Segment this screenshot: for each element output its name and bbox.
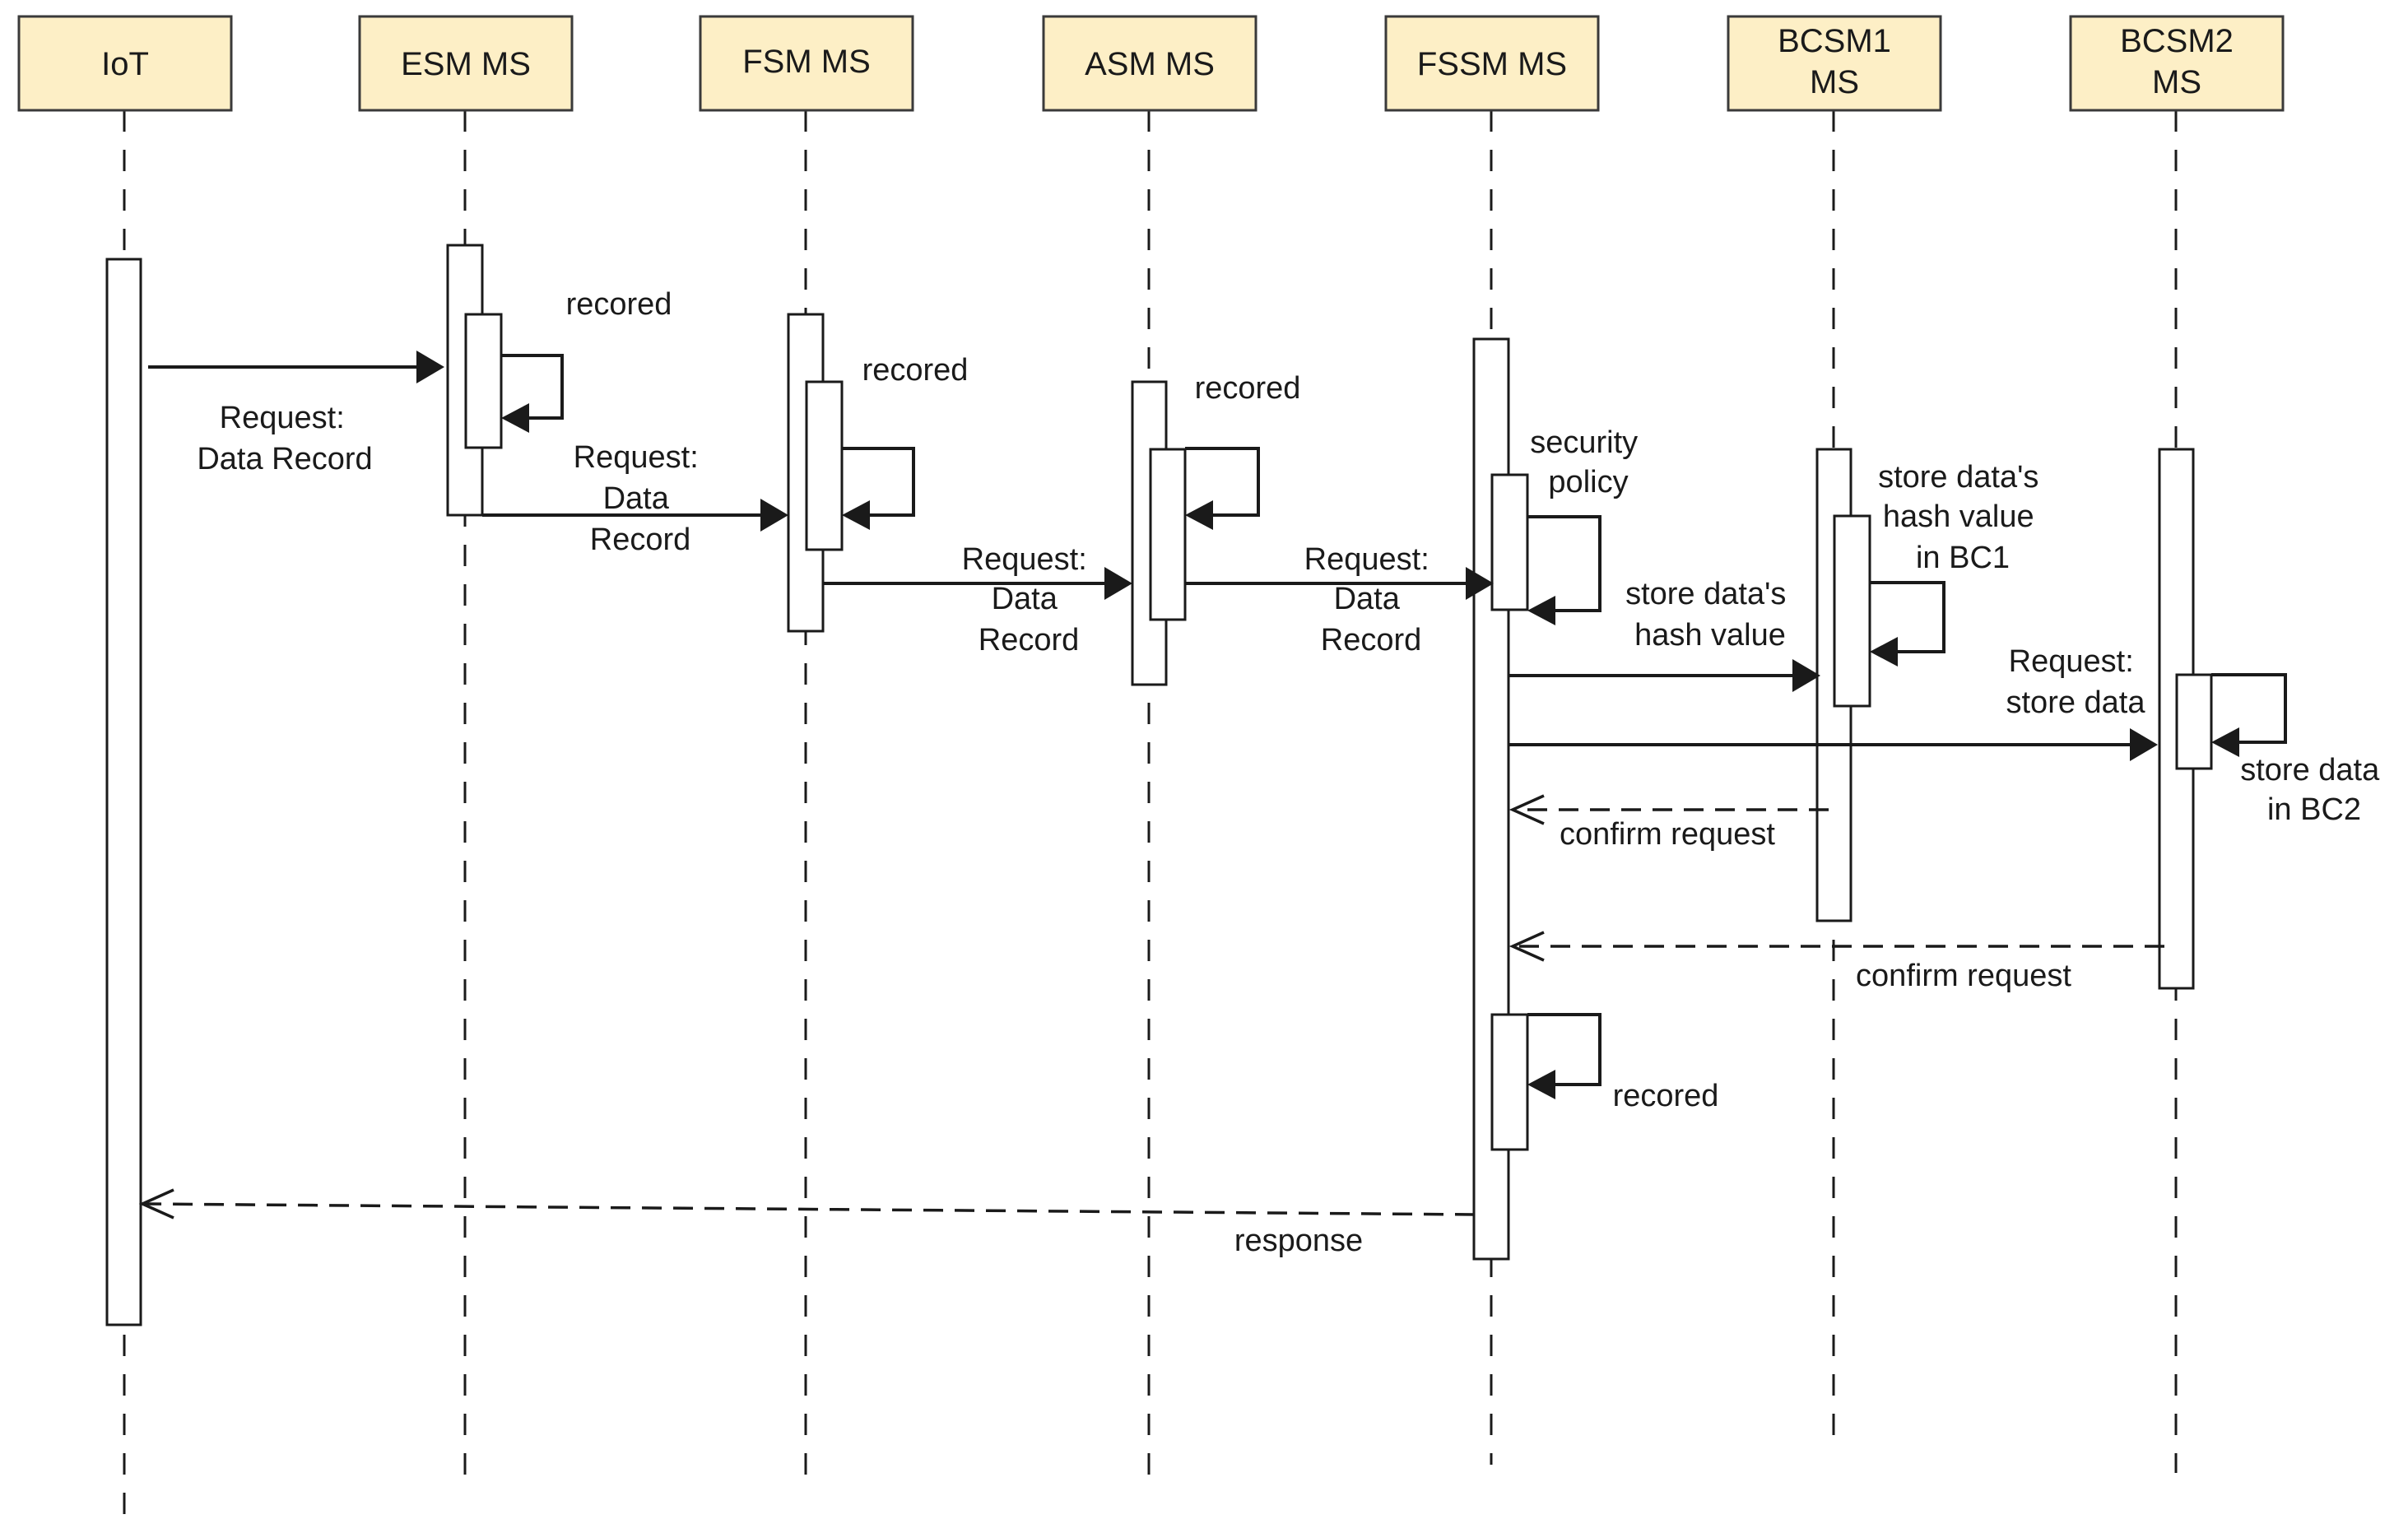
self-message-fssm-record <box>1527 1013 1601 1099</box>
return-messages <box>138 794 2164 1219</box>
return-message-response <box>138 1188 1476 1219</box>
activation-esm-self <box>464 313 503 449</box>
participant-bcsm1: BCSM1 MS <box>1727 15 1942 112</box>
label-line: in BC1 <box>1916 541 2010 575</box>
label-fssm-response: response <box>1234 1224 1363 1258</box>
message-asm-to-fssm <box>1185 567 1494 600</box>
label-asm-self: recored <box>1195 371 1301 406</box>
participant-label: BCSM2 <box>2120 23 2234 59</box>
self-message-bcsm1 <box>1870 581 1945 667</box>
label-line: recored <box>566 287 672 322</box>
label-line: Request: <box>1304 542 1429 577</box>
label-bcsm2-confirm: confirm request <box>1856 959 2071 993</box>
participant-asm: ASM MS <box>1042 15 1257 112</box>
participant-label: BCSM1 <box>1778 23 1891 59</box>
self-message-asm <box>1185 447 1260 530</box>
label-fsm-self: recored <box>862 353 969 388</box>
participant-label: ESM MS <box>401 46 531 82</box>
label-line: hash value <box>1634 618 1786 653</box>
label-bcsm2-self: store data in BC2 <box>2240 753 2388 827</box>
label-line: recored <box>862 353 969 388</box>
label-line: Data <box>992 582 1058 616</box>
label-line: policy <box>1548 465 1628 499</box>
label-line: confirm request <box>1560 817 1775 852</box>
label-line: Request: <box>962 542 1087 577</box>
label-bcsm1-self: store data's hash value in BC1 <box>1878 460 2048 575</box>
label-line: Record <box>1321 623 1422 657</box>
participant-label: ASM MS <box>1085 46 1215 82</box>
self-message-fssm-policy <box>1527 515 1601 625</box>
label-iot-to-esm: Request: Data Record <box>197 401 372 476</box>
label-line: store data's <box>1878 460 2038 495</box>
label-line: in BC2 <box>2267 792 2361 827</box>
participant-fsm: FSM MS <box>699 15 914 112</box>
participant-bcsm2: BCSM2 MS <box>2069 15 2285 112</box>
label-line: store data <box>2240 753 2380 787</box>
activation-asm-self <box>1149 448 1187 621</box>
participant-label: IoT <box>101 46 149 82</box>
label-line: recored <box>1613 1079 1719 1113</box>
label-line: store data <box>2006 685 2146 720</box>
label-line: security <box>1530 425 1638 460</box>
label-line: response <box>1234 1224 1363 1258</box>
label-line: confirm request <box>1856 959 2071 993</box>
label-fsm-to-asm: Request: Data Record <box>962 542 1096 657</box>
label-line: Request: <box>574 440 699 475</box>
label-esm-to-fsm: Request: Data Record <box>574 440 708 557</box>
label-esm-self: recored <box>566 287 672 322</box>
label-line: Request: <box>220 401 345 435</box>
activation-bcsm1-self <box>1833 514 1871 708</box>
participant-iot: IoT <box>17 15 233 112</box>
label-line: Record <box>979 623 1080 657</box>
participant-label: FSM MS <box>742 44 871 80</box>
message-labels: Request: Data Record recored Request: Da… <box>197 287 2388 1258</box>
self-message-fsm <box>842 447 915 530</box>
label-fssm-to-bcsm2: Request: store data <box>2006 644 2146 720</box>
label-line: Data <box>1334 582 1401 616</box>
self-message-bcsm2 <box>2211 673 2287 757</box>
activation-iot <box>105 258 142 1326</box>
participant-label: MS <box>2152 64 2201 100</box>
label-asm-to-fssm: Request: Data Record <box>1304 542 1439 657</box>
message-fsm-to-asm <box>823 567 1132 600</box>
label-fssm-to-bcsm1: store data's hash value <box>1625 577 1795 653</box>
participant-fssm: FSSM MS <box>1384 15 1600 112</box>
self-messages <box>501 354 2287 1099</box>
message-fssm-to-bcsm2 <box>1508 728 2158 761</box>
participant-label: MS <box>1810 64 1859 100</box>
participant-label: FSSM MS <box>1417 46 1567 82</box>
activation-fssm-record <box>1490 1013 1529 1151</box>
label-line: recored <box>1195 371 1301 406</box>
label-line: hash value <box>1883 499 2034 534</box>
lifelines <box>123 110 2178 1514</box>
participants: IoT ESM MS FSM MS ASM MS FSSM MS BCSM1 M… <box>17 15 2285 112</box>
messages <box>148 351 2158 761</box>
label-fssm-self-policy: security policy <box>1530 425 1646 499</box>
label-line: Data <box>603 481 670 516</box>
label-line: Record <box>590 523 691 557</box>
label-fssm-self-record: recored <box>1613 1079 1719 1113</box>
activation-bcsm2-self <box>2175 673 2213 770</box>
activation-fsm-self <box>805 380 844 551</box>
message-esm-to-fsm <box>482 499 788 532</box>
return-message-bcsm1-confirm <box>1508 794 1829 825</box>
return-message-bcsm2-confirm <box>1508 931 2164 962</box>
label-line: Request: <box>2009 644 2134 679</box>
label-bcsm1-confirm: confirm request <box>1560 817 1775 852</box>
label-line: Data Record <box>197 442 372 476</box>
activation-fssm-policy <box>1490 473 1529 611</box>
message-iot-to-esm <box>148 351 444 383</box>
label-line: store data's <box>1625 577 1786 611</box>
message-fssm-to-bcsm1 <box>1508 659 1820 692</box>
participant-esm: ESM MS <box>358 15 574 112</box>
self-message-esm <box>501 354 564 433</box>
activations <box>105 244 2213 1326</box>
